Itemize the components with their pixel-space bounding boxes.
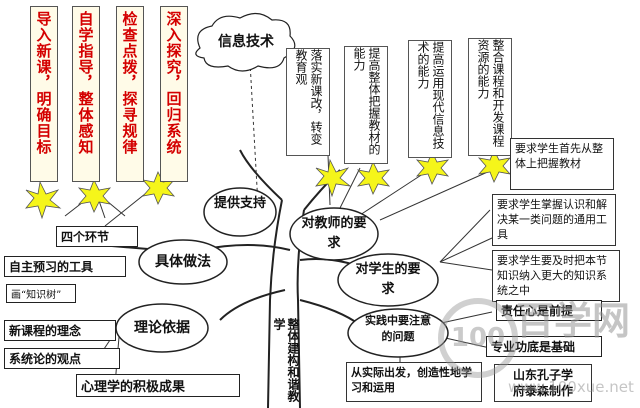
trunk-label: 整体建构和谐教学 xyxy=(272,318,300,408)
method-oval: 具体做法 xyxy=(155,254,211,270)
support-oval: 提供支持 xyxy=(214,196,267,211)
top-step-box: 检查点拨，探寻规律 xyxy=(116,6,144,182)
practice-oval: 实践中要注意的问题 xyxy=(365,314,431,343)
new-concept-label: 新课程的理念 xyxy=(4,320,116,341)
teacher-requirement-oval: 对教师的要求 xyxy=(301,216,367,251)
teacher-card-text: 整合课程和开发课程资源的能力 xyxy=(476,39,505,147)
preview-tool-label: 自主预习的工具 xyxy=(4,256,126,277)
teacher-card: 整合课程和开发课程资源的能力 xyxy=(468,38,512,156)
top-step-text: 检查点拨，探寻规律 xyxy=(120,11,139,155)
top-step-text: 深入探究，回归系统 xyxy=(164,11,183,155)
theory-oval: 理论依据 xyxy=(134,320,190,336)
top-step-box: 自学指导，整体感知 xyxy=(72,6,100,182)
teacher-card: 提高整体把握教材的能力 xyxy=(344,46,388,164)
watermark-url: www.100xue.net xyxy=(508,378,634,396)
psychology-label: 心理学的积极成果 xyxy=(76,374,240,397)
teacher-card: 提高运用现代信息技术的能力 xyxy=(408,40,452,158)
top-step-box: 深入探究，回归系统 xyxy=(160,6,188,182)
credit-box: 山东孔子学 府泰森制作 xyxy=(494,364,592,402)
watermark-logo-icon: 100 xyxy=(438,298,518,378)
watermark-brand: 百学网 xyxy=(516,299,631,343)
four-links-label: 四个环节 xyxy=(56,226,138,247)
student-box: 要求学生要及时把本节知识纳入更大的知识系统之中 xyxy=(492,250,620,302)
teacher-card-text: 落实新课改，转变教育观 xyxy=(294,49,323,145)
teacher-card: 落实新课改，转变教育观 xyxy=(286,48,330,156)
student-box: 要求学生掌握认识和解决某一类问题的通用工具 xyxy=(492,194,616,246)
top-step-text: 导入新课，明确目标 xyxy=(34,11,53,155)
cloud-label: 信息技术 xyxy=(218,34,274,50)
system-view-label: 系统论的观点 xyxy=(4,348,120,369)
top-step-text: 自学指导，整体感知 xyxy=(76,11,95,155)
student-box: 要求学生首先从整体上把握教材 xyxy=(510,138,614,190)
teacher-card-text: 提高运用现代信息技术的能力 xyxy=(416,41,445,149)
credit-line-1: 山东孔子学 xyxy=(512,368,573,382)
knowledge-tree-label: 画“知识树” xyxy=(6,284,76,303)
credit-line-2: 府泰森制作 xyxy=(512,384,573,398)
top-step-box: 导入新课，明确目标 xyxy=(30,6,58,182)
student-requirement-oval: 对学生的要求 xyxy=(355,262,421,297)
teacher-card-text: 提高整体把握教材的能力 xyxy=(352,47,381,155)
trunk-text: 整体建构和谐教学 xyxy=(272,318,300,402)
